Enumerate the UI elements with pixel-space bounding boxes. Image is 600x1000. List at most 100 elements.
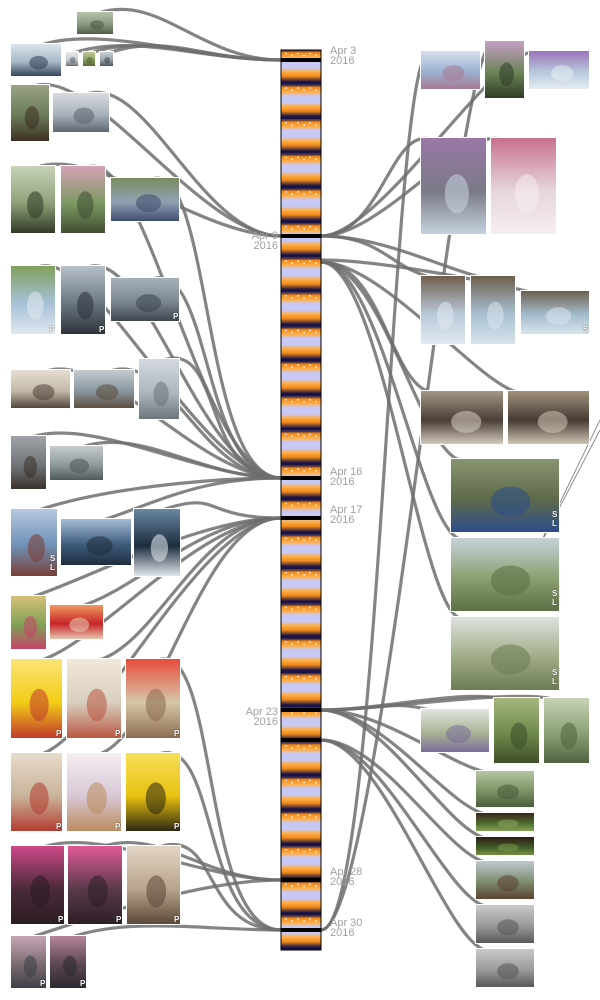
photo-man-kids-eating[interactable] <box>10 752 63 832</box>
timeline-day-band[interactable] <box>281 742 321 777</box>
photo-trail-field[interactable] <box>450 616 560 691</box>
photo-girl-playground[interactable] <box>10 595 47 650</box>
timeline-tick <box>285 225 287 228</box>
photo-kids-table[interactable] <box>125 658 181 739</box>
timeline-day-band[interactable] <box>281 880 321 916</box>
photo-reeds-bird[interactable] <box>82 51 96 67</box>
timeline-day-band[interactable] <box>281 569 321 604</box>
timeline-day-band[interactable] <box>281 292 321 327</box>
photo-boat-window[interactable] <box>60 518 132 566</box>
timeline-day-band[interactable] <box>281 776 321 812</box>
photo-swallow-on-branch[interactable] <box>99 51 114 67</box>
photo-bird-grass[interactable] <box>493 697 540 764</box>
photo-tree-blossoms-bird[interactable] <box>10 165 56 234</box>
photo-rocky-shore[interactable] <box>60 265 106 335</box>
timeline-day-band[interactable] <box>281 257 321 293</box>
photo-lake-reeds[interactable] <box>475 770 535 808</box>
timeline-tick <box>315 262 317 264</box>
timeline-tick <box>315 643 317 645</box>
photo-branches-1[interactable] <box>470 275 516 345</box>
photo-girl-field[interactable] <box>420 708 490 753</box>
photo-family-bike[interactable] <box>110 177 180 222</box>
photo-park-cyclist[interactable] <box>10 265 56 335</box>
timeline-tick <box>297 502 299 505</box>
photo-temple-reflection[interactable] <box>10 508 58 577</box>
photo-branch-sky[interactable] <box>420 275 466 345</box>
photo-stormy-sea[interactable] <box>110 277 180 322</box>
timeline-tick <box>285 675 287 678</box>
timeline-day-band[interactable] <box>281 673 321 708</box>
timeline-day-band[interactable] <box>281 326 321 362</box>
timeline-tick <box>291 435 293 438</box>
timeline-tick <box>303 747 305 749</box>
timeline-tick <box>285 779 287 782</box>
timeline-day-band[interactable] <box>281 811 321 847</box>
photo-girl-eating[interactable] <box>66 658 122 739</box>
photo-boat-deck[interactable] <box>133 508 181 577</box>
photo-sparrow-nest-2[interactable] <box>507 390 590 445</box>
photo-blossom-avenue[interactable] <box>420 50 481 90</box>
timeline-day-band[interactable] <box>281 153 321 189</box>
timeline-border <box>280 49 322 951</box>
timeline-day-band[interactable] <box>281 465 321 500</box>
photo-pond-reeds[interactable] <box>543 697 590 764</box>
photo-kids-yellow-tube[interactable] <box>125 752 181 832</box>
timeline-tick <box>303 366 305 368</box>
photo-boat-man[interactable] <box>10 369 71 409</box>
photo-seal-water[interactable] <box>49 445 104 481</box>
photo-pier-fog[interactable] <box>52 92 110 133</box>
photo-thumbnails <box>10 11 590 989</box>
photo-birdhouse[interactable] <box>10 84 50 142</box>
timeline-tick <box>303 89 305 91</box>
photo-cabin-lake[interactable] <box>475 860 535 900</box>
timeline-day-band[interactable] <box>281 638 321 674</box>
timeline-tick <box>303 712 305 714</box>
timeline-strip[interactable] <box>280 49 322 951</box>
connector-curve <box>319 694 555 712</box>
photo-small-birds-row[interactable] <box>65 51 79 67</box>
photo-photo[interactable] <box>475 948 535 988</box>
photo-dark-flower-2[interactable] <box>475 836 535 856</box>
timeline-day-band[interactable] <box>281 534 321 570</box>
photo-birds-on-branch[interactable] <box>76 11 114 35</box>
photo-pink-flower[interactable] <box>490 137 557 235</box>
photo-cherry-street[interactable] <box>10 935 47 989</box>
timeline-day-band[interactable] <box>281 915 321 950</box>
photo-ships-horizon[interactable] <box>138 358 180 420</box>
photo-kids-pond[interactable] <box>450 537 560 612</box>
photo-tree-swallows-pair[interactable] <box>10 43 62 77</box>
photo-sea-lion-rocks[interactable] <box>10 435 47 490</box>
photo-girl-bike[interactable] <box>60 165 106 234</box>
timeline-day-band[interactable] <box>281 119 321 154</box>
photo-girl-small[interactable] <box>126 845 181 925</box>
photo-branches-2[interactable] <box>520 290 590 335</box>
timeline-day-band[interactable] <box>281 603 321 639</box>
photo-tree-swallow-post[interactable] <box>450 458 560 533</box>
timeline-day-band[interactable] <box>281 846 321 881</box>
photo-girl-pink[interactable] <box>10 845 65 925</box>
timeline-day-band[interactable] <box>281 50 321 85</box>
timeline-tick <box>291 193 293 195</box>
timeline-tick <box>315 608 317 611</box>
timeline-day-band[interactable] <box>281 396 321 431</box>
timeline-photo-marker <box>281 708 321 712</box>
timeline-day-band[interactable] <box>281 361 321 397</box>
photo-photo[interactable] <box>475 904 535 944</box>
photo-girl-red-slide[interactable] <box>49 604 104 640</box>
photo-person-seaside[interactable] <box>73 369 135 409</box>
photo-tower-block[interactable] <box>420 137 487 235</box>
timeline-day-band[interactable] <box>281 188 321 224</box>
timeline-day-band[interactable] <box>281 430 321 466</box>
timeline-tick <box>291 539 293 541</box>
photo-tower-blossoms[interactable] <box>528 50 590 90</box>
photo-sparrow-nest-1[interactable] <box>420 390 504 445</box>
photo-dark-flower-1[interactable] <box>475 812 535 832</box>
timeline-day-band[interactable] <box>281 223 321 258</box>
photo-girl-pink-small[interactable] <box>67 845 123 925</box>
timeline-day-band[interactable] <box>281 707 321 743</box>
timeline-day-band[interactable] <box>281 84 321 120</box>
photo-path-blossoms[interactable] <box>484 40 525 99</box>
photo-boy-yellow-slide[interactable] <box>10 658 63 739</box>
photo-house-blossoms[interactable] <box>49 935 87 989</box>
photo-cupcakes[interactable] <box>66 752 122 832</box>
